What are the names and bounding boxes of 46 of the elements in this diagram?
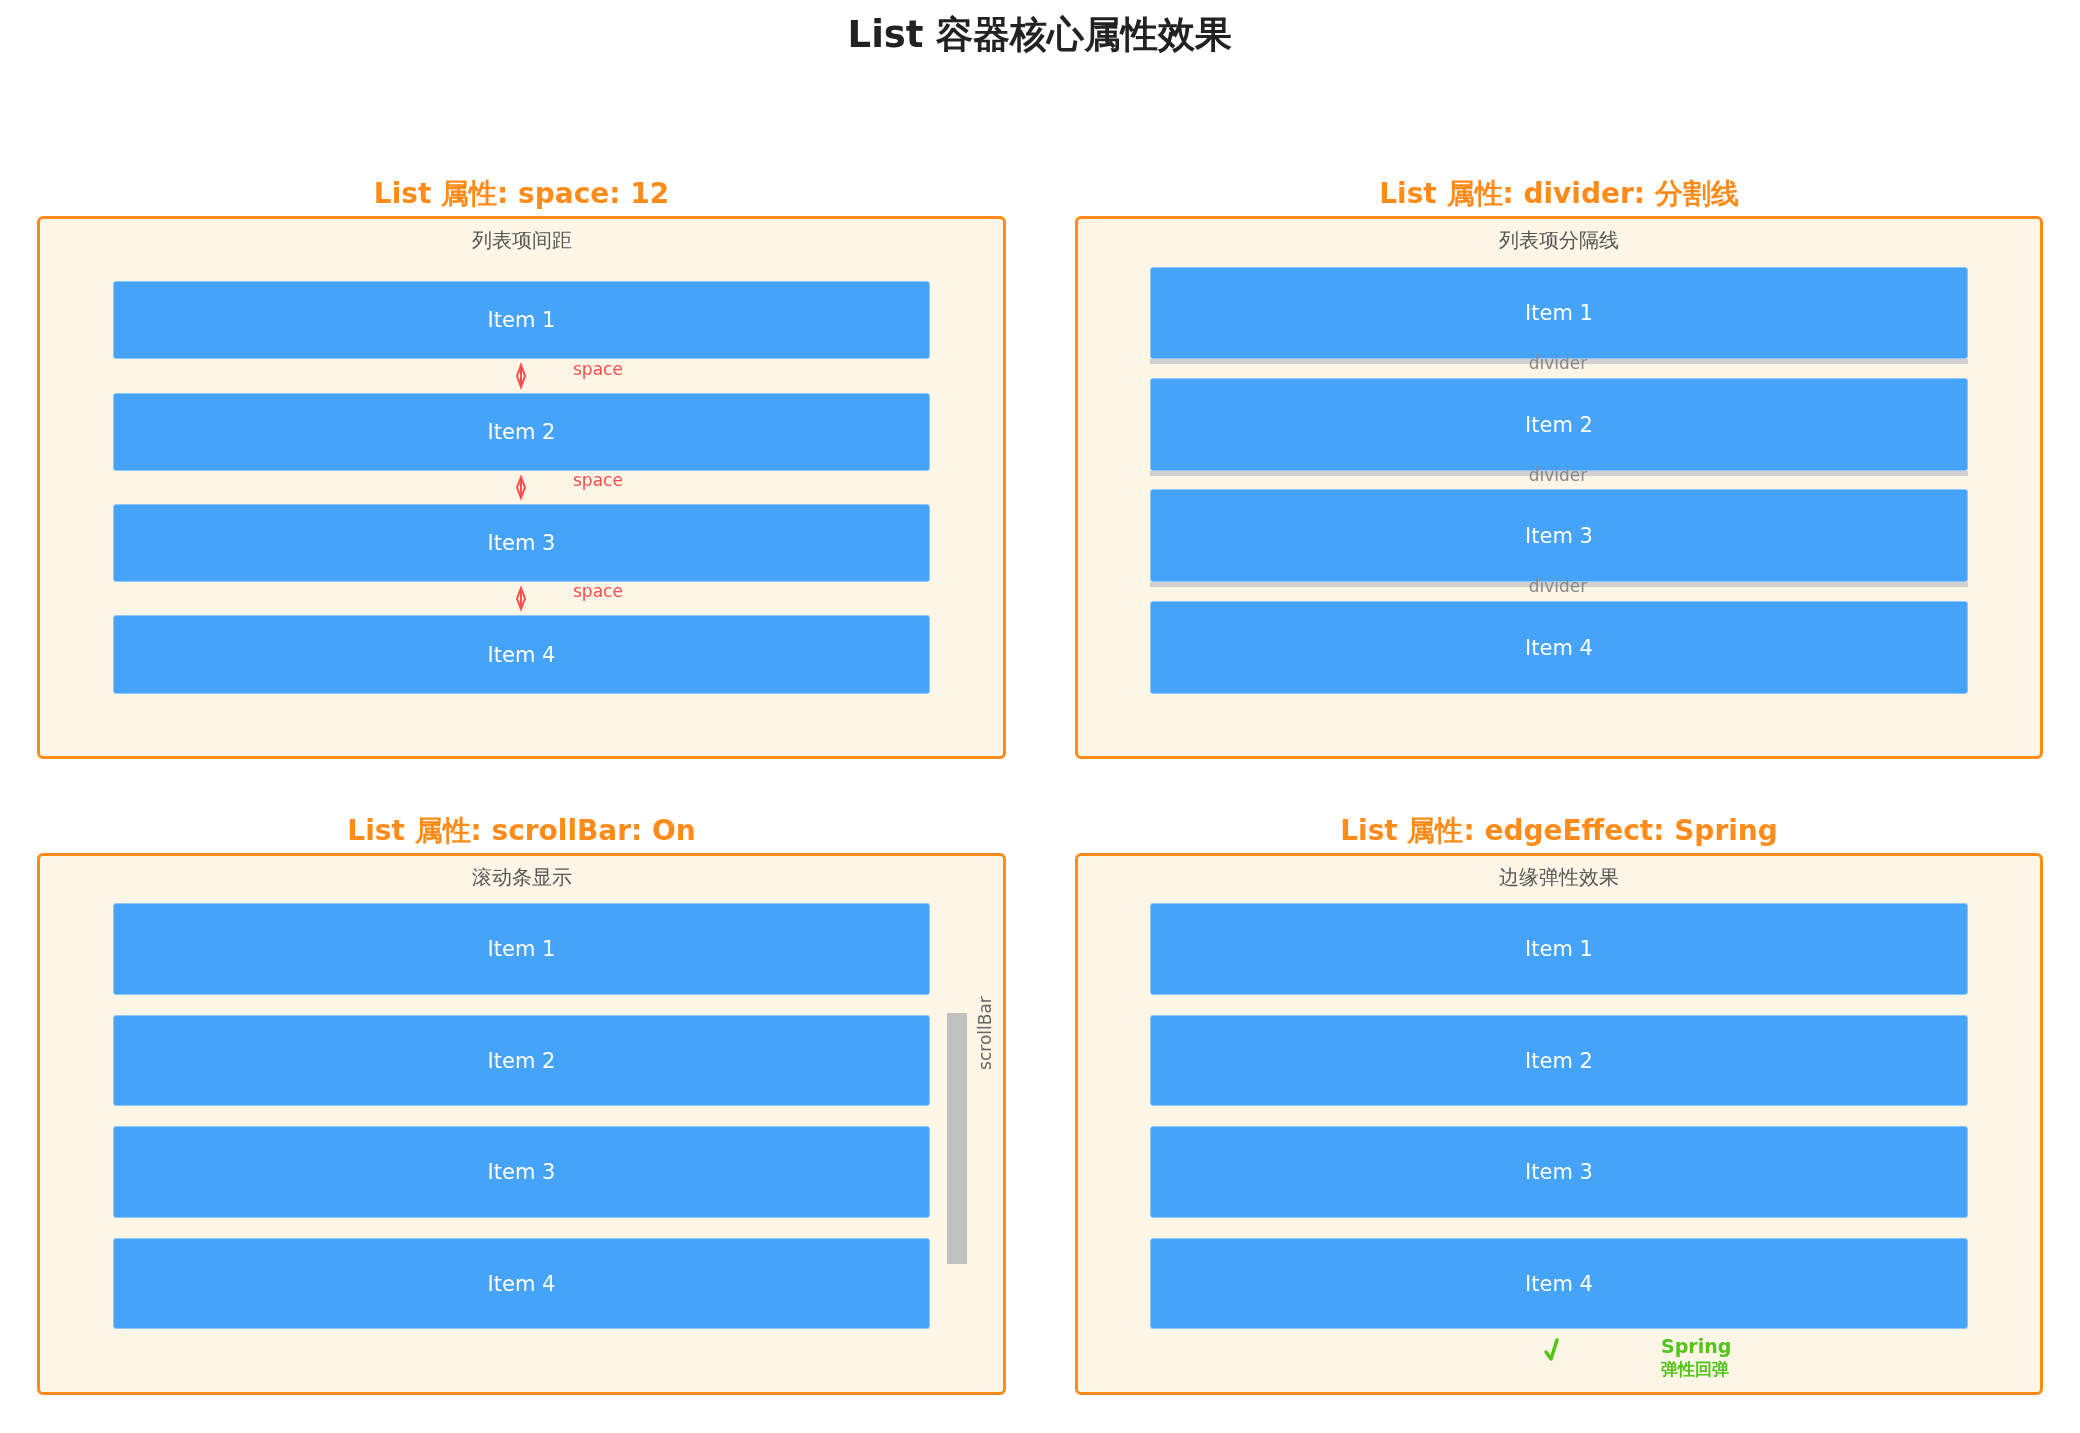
- item-label: Item 4: [487, 642, 556, 667]
- list-item: [113, 1015, 930, 1106]
- dimension-label: space: [573, 582, 623, 601]
- item-label: Item 4: [1525, 1271, 1593, 1296]
- dimension-label: space: [573, 471, 623, 490]
- panel-subtitle: 边缘弹性效果: [1499, 864, 1619, 891]
- list-item: [113, 1126, 930, 1218]
- item-label: Item 3: [1525, 523, 1593, 548]
- list-item: [1150, 1126, 1968, 1218]
- panel-subtitle: 列表项间距: [471, 227, 572, 254]
- item-label: Item 2: [487, 1048, 556, 1073]
- list-item: [113, 393, 930, 471]
- list-item: [1150, 1238, 1968, 1329]
- dimension-label: space: [573, 360, 623, 379]
- panel-title: List 属性: edgeEffect: Spring: [1340, 813, 1778, 849]
- item-label: Item 4: [1525, 635, 1593, 660]
- item-label: Item 2: [487, 420, 556, 444]
- panel-subtitle: 滚动条显示: [471, 864, 572, 891]
- item-label: Item 3: [487, 531, 556, 555]
- item-label: Item 2: [1525, 412, 1593, 437]
- effect-caption: 弹性回弹: [1661, 1360, 1729, 1379]
- scrollbar-label: scrollBar: [975, 996, 995, 1070]
- item-label: Item 3: [1525, 1160, 1593, 1184]
- list-item: [113, 1238, 930, 1329]
- list-item: [113, 903, 930, 995]
- item-label: Item 4: [487, 1271, 556, 1296]
- item-label: Item 3: [487, 1160, 556, 1184]
- list-item: [1150, 903, 1968, 995]
- panel-subtitle: 列表项分隔线: [1499, 227, 1619, 254]
- divider-label: divider: [1528, 354, 1588, 373]
- list-item: [113, 615, 930, 694]
- list-item: [1150, 601, 1968, 694]
- diagram-title: List 容器核心属性效果: [847, 12, 1233, 58]
- divider-label: divider: [1528, 577, 1588, 596]
- panel-title: List 属性: scrollBar: On: [347, 813, 696, 849]
- list-item: [1150, 1015, 1968, 1106]
- list-item: [113, 281, 930, 359]
- divider-label: divider: [1528, 466, 1588, 485]
- item-label: Item 2: [1525, 1048, 1593, 1073]
- panel-title: List 属性: space: 12: [373, 176, 670, 212]
- item-label: Item 1: [487, 308, 556, 332]
- item-label: Item 1: [1525, 301, 1593, 325]
- panel-title: List 属性: divider: 分割线: [1379, 176, 1739, 212]
- list-item: [113, 504, 930, 582]
- item-label: Item 1: [1525, 937, 1593, 961]
- item-label: Item 1: [487, 937, 556, 961]
